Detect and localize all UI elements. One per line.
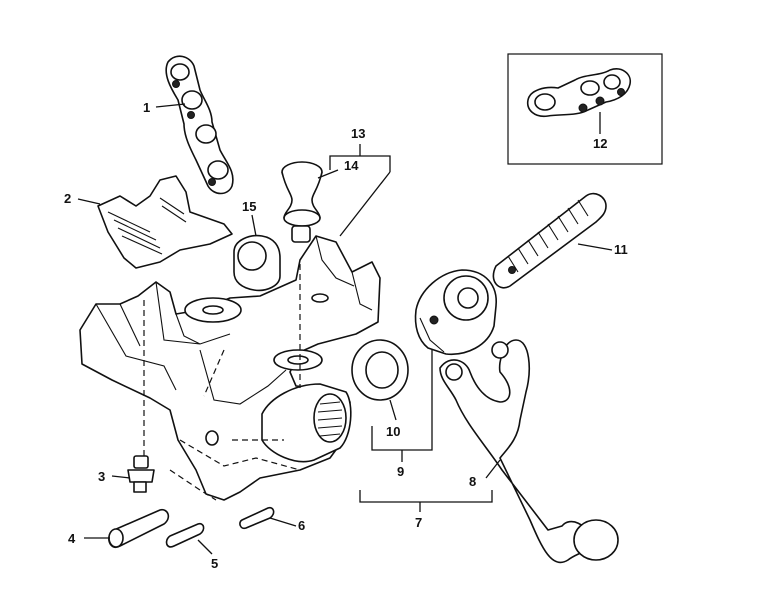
- label-11: 11: [614, 242, 628, 257]
- part-6-pin: [239, 506, 275, 530]
- leader-13-b: [339, 171, 391, 237]
- part-5-pin: [165, 522, 205, 548]
- leader-15: [251, 214, 257, 237]
- part-9-nut: [414, 269, 497, 356]
- leader-3: [111, 475, 131, 479]
- part-8-handle: [439, 339, 619, 564]
- leader-11: [577, 243, 613, 251]
- leader-2: [77, 198, 101, 205]
- part-10-washer: [351, 339, 409, 401]
- label-4: 4: [68, 531, 76, 546]
- part-12-chain-inset: [526, 68, 632, 118]
- part-14-spool: [281, 161, 323, 243]
- leader-10: [389, 399, 397, 421]
- label-5: 5: [211, 556, 218, 571]
- label-1: 1: [143, 100, 150, 115]
- label-7: 7: [415, 515, 422, 530]
- part-11-threaded-screw: [492, 192, 607, 289]
- part-3-grease-fitting: [127, 455, 155, 493]
- bracket-13: [329, 155, 391, 172]
- part-1-chain: [165, 55, 234, 195]
- leader-1: [155, 103, 186, 108]
- label-15: 15: [242, 199, 256, 214]
- label-13: 13: [351, 126, 365, 141]
- main-body: [79, 235, 381, 501]
- label-12: 12: [593, 136, 607, 151]
- leader-5: [197, 539, 213, 555]
- leader-6: [269, 517, 297, 527]
- part-4-pin: [108, 508, 170, 549]
- label-6: 6: [298, 518, 305, 533]
- part-15-roller: [233, 234, 281, 292]
- part-2-jaw: [97, 175, 233, 269]
- label-2: 2: [64, 191, 71, 206]
- leader-14: [317, 169, 339, 179]
- label-3: 3: [98, 469, 105, 484]
- inset-box: [507, 53, 663, 165]
- label-8: 8: [469, 474, 476, 489]
- label-14: 14: [344, 158, 359, 173]
- label-9: 9: [397, 464, 404, 479]
- leader-8: [485, 459, 501, 479]
- label-10: 10: [386, 424, 400, 439]
- bracket-7: [359, 490, 493, 503]
